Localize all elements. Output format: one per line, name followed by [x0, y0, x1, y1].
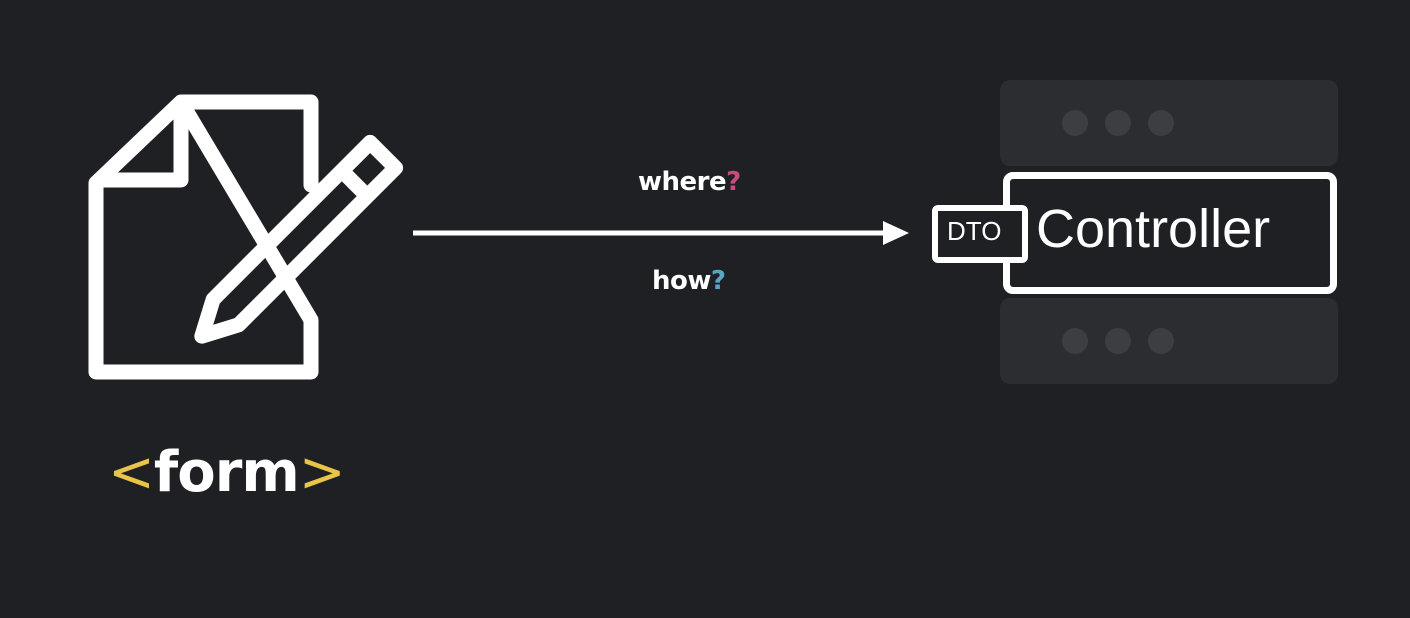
where-text: where	[638, 167, 727, 197]
dto-badge	[932, 205, 1028, 263]
server-light	[1062, 328, 1088, 354]
how-label: how?	[652, 266, 726, 296]
controller-label: Controller	[1036, 199, 1271, 259]
how-text: how	[652, 266, 711, 296]
close-bracket: >	[298, 440, 346, 505]
where-label: where?	[638, 167, 741, 197]
dto-label: DTO	[947, 216, 1002, 246]
how-question-mark: ?	[710, 266, 726, 296]
server-light	[1148, 110, 1174, 136]
form-text: form	[153, 440, 300, 505]
open-bracket: <	[108, 440, 155, 505]
document-edit-icon	[88, 94, 404, 380]
server-unit-top	[1000, 80, 1338, 166]
where-question-mark: ?	[726, 167, 741, 197]
server-unit-bottom	[1000, 298, 1338, 384]
server-light	[1105, 110, 1131, 136]
server-light	[1148, 328, 1174, 354]
form-label: <form>	[108, 440, 346, 505]
server-light	[1105, 328, 1131, 354]
server-light	[1062, 110, 1088, 136]
arrow-right-icon	[413, 221, 909, 245]
